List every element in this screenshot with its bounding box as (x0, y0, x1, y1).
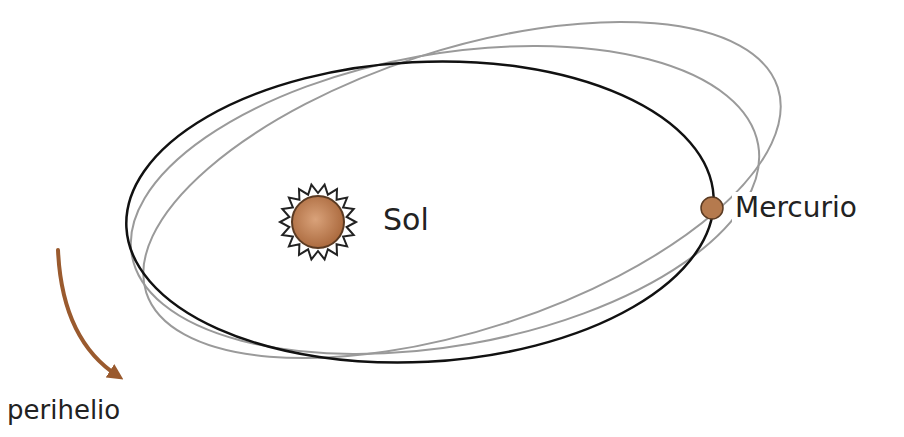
precessed-orbit (106, 1, 783, 399)
planet-label: Mercurio (732, 192, 860, 224)
precessed-orbit (103, 0, 821, 426)
current-orbit (119, 47, 722, 377)
sun-label: Sol (380, 203, 432, 238)
perihelion-arrow (58, 250, 118, 376)
mercury-planet (701, 197, 723, 219)
perihelion-label: perihelio (4, 396, 123, 426)
sun-rays (280, 185, 356, 260)
sun-disc (292, 196, 344, 248)
